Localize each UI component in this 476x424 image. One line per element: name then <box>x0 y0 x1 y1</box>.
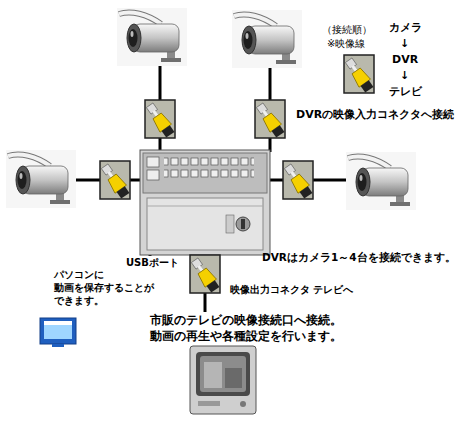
note-label: カメラ <box>389 21 422 36</box>
camera <box>6 150 76 208</box>
node-text: DVRはカメラ1～4台を接続できます。 <box>262 251 456 265</box>
pc-node: パソコンに 動画を保存することが できます。 <box>40 268 156 350</box>
dvr-node: DVRはカメラ1～4台を接続できます。 <box>140 150 270 255</box>
video-connector <box>144 100 176 139</box>
video-connector <box>189 255 221 294</box>
note-label: ↓ <box>400 37 409 52</box>
video-connector <box>343 55 375 94</box>
connector-label: USBポート <box>124 256 181 269</box>
camera <box>232 10 302 68</box>
note-label: DVRの映像入力コネクタへ接続 <box>296 108 454 123</box>
note-label: （接続順） <box>322 23 372 36</box>
note-label: ↓ <box>400 69 409 84</box>
note-label: ※映像線 <box>327 37 365 50</box>
video-connector <box>254 100 286 139</box>
camera <box>117 8 187 66</box>
pc-icon <box>40 318 76 347</box>
camera-wires <box>60 64 352 180</box>
video-connector <box>282 161 314 200</box>
connector-label: 映像出力コネクタ テレビへ <box>230 283 353 296</box>
note-label: テレビ <box>389 85 422 100</box>
note-label: DVR <box>392 53 418 68</box>
video-connector <box>99 161 131 200</box>
video-wire <box>60 179 352 182</box>
video-wire <box>269 66 272 152</box>
dvr-unit <box>140 150 270 255</box>
node-text: パソコンに 動画を保存することが できます。 <box>54 268 164 308</box>
tv-monitor <box>190 346 256 414</box>
camera <box>346 152 416 210</box>
cable-connector <box>204 255 207 312</box>
video-wire <box>159 64 162 152</box>
tv-node: 市販のテレビの映像接続口へ接続。 動画の再生や各種設定を行います。 <box>145 312 355 417</box>
node-text: 市販のテレビの映像接続口へ接続。 動画の再生や各種設定を行います。 <box>150 313 355 345</box>
